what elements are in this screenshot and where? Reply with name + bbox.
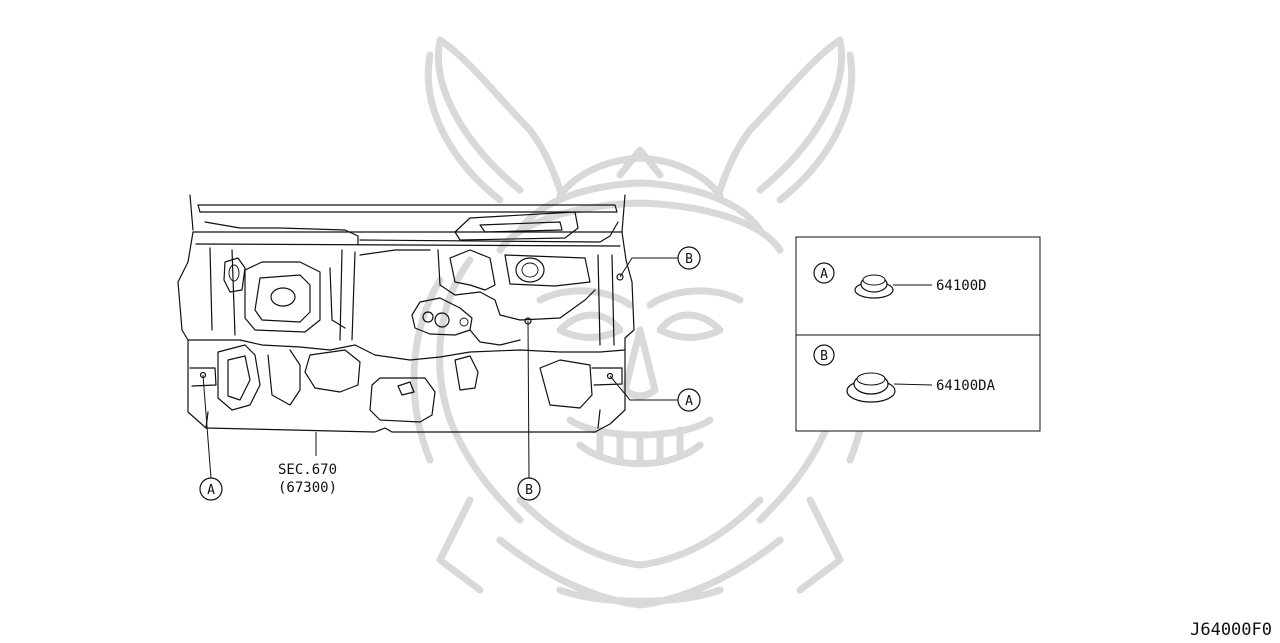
section-reference: SEC.670 (67300)	[278, 462, 337, 496]
callout-right-a: A	[677, 388, 701, 412]
callout-right-a-label: A	[685, 394, 693, 409]
callout-top-right-b: B	[677, 246, 701, 270]
callout-left-a-label: A	[207, 483, 215, 498]
leader-lines	[202, 257, 678, 479]
legend-item-b: B 64100DA	[813, 344, 996, 403]
legend-item-a-key: A	[820, 267, 828, 282]
grommet-large-icon	[846, 372, 896, 403]
section-ref-line1: SEC.670	[278, 462, 337, 478]
section-ref-line2: (67300)	[278, 480, 337, 496]
callout-bottom-b-label: B	[525, 483, 533, 498]
legend-item-a-part-number: 64100D	[936, 278, 987, 294]
callout-top-right-b-label: B	[685, 252, 693, 267]
grommet-small-icon	[854, 274, 894, 299]
dash-panel-drawing	[177, 194, 635, 433]
callout-left-a: A	[199, 477, 223, 501]
legend-item-b-key: B	[820, 349, 828, 364]
diagram-id: J64000F0	[1190, 620, 1272, 639]
legend-item-b-part-number: 64100DA	[936, 378, 996, 394]
callout-bottom-b: B	[517, 477, 541, 501]
parts-legend: A 64100D B 64100DA	[795, 236, 1041, 432]
legend-item-a: A 64100D	[813, 262, 987, 299]
